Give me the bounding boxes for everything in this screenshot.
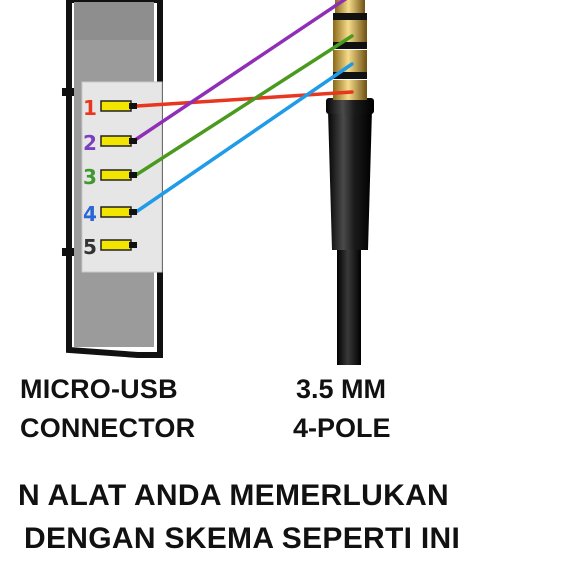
pin-3: 3 (83, 165, 137, 189)
usb-pins: 1 2 3 4 5 (83, 96, 137, 259)
caption-line2: DENGAN SKEMA SEPERTI INI (24, 522, 461, 555)
usb-label-line2: CONNECTOR (20, 413, 196, 443)
wire-group (133, 0, 354, 214)
pin-3-number: 3 (83, 165, 97, 189)
micro-usb-connector (62, 0, 163, 358)
pin-5: 5 (83, 235, 137, 259)
pin-2-number: 2 (83, 131, 97, 155)
wire-red (135, 90, 354, 108)
wire-green (134, 34, 354, 177)
pin-2: 2 (83, 131, 137, 155)
pin-5-number: 5 (83, 235, 97, 259)
pin-1: 1 (83, 96, 137, 120)
pin-4-number: 4 (83, 202, 97, 226)
pin-1-number: 1 (83, 96, 97, 120)
wire-blue (134, 62, 354, 214)
caption-line1: N ALAT ANDA MEMERLUKAN (18, 479, 449, 512)
wire-purple (133, 0, 348, 142)
jack-label-line1: 3.5 MM (296, 374, 387, 404)
jack-label-line2: 4-POLE (293, 413, 391, 443)
audio-jack-plug (326, 0, 374, 365)
usb-label-line1: MICRO-USB (20, 374, 178, 404)
pin-4: 4 (83, 202, 137, 226)
